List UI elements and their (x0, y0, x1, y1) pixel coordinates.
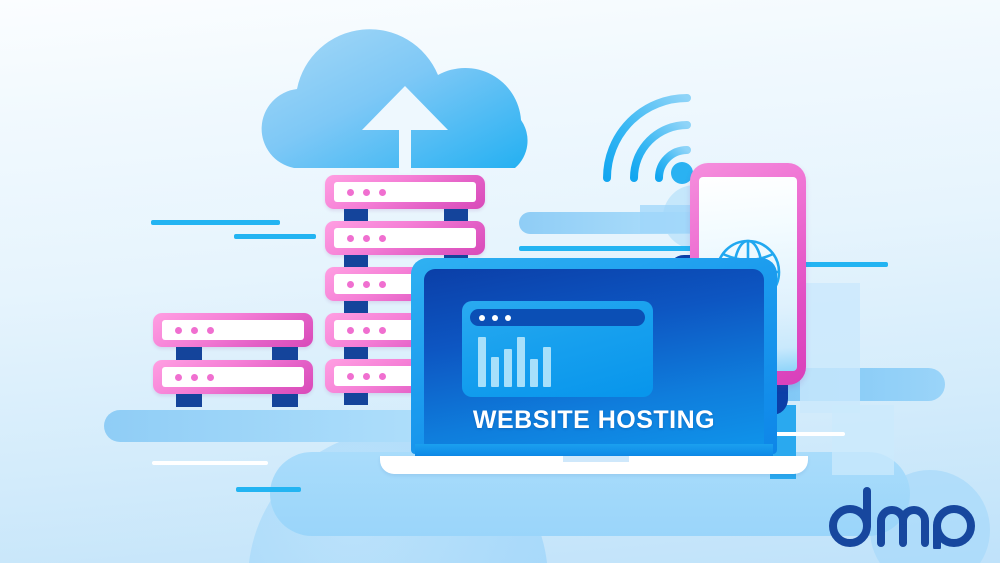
server-body (325, 221, 485, 255)
window-dot-icon[interactable] (492, 314, 498, 321)
background-rect-phone-right (800, 283, 860, 413)
server-leg (176, 347, 202, 360)
server-led-icon (379, 372, 386, 380)
deco-line-cyan-2 (234, 234, 316, 239)
server-led-icon (191, 326, 198, 334)
server-panel (162, 367, 304, 387)
browser-titlebar (470, 309, 645, 326)
server-led-icon (347, 280, 354, 288)
chart-bar (478, 337, 486, 387)
chart-bar (504, 349, 512, 387)
laptop: WEBSITE HOSTING (380, 258, 808, 474)
server-led-icon (191, 373, 198, 381)
server-panel (334, 228, 476, 248)
server-led-icon (175, 373, 182, 381)
background-rect-bottom-right (832, 405, 894, 475)
window-dot-icon[interactable] (479, 314, 485, 321)
server-leg (272, 394, 298, 407)
server-led-icon (379, 188, 386, 196)
server-led-icon (347, 372, 354, 380)
wifi-signal-icon (597, 88, 697, 188)
browser-window[interactable] (462, 301, 653, 397)
chart-bar (491, 357, 499, 387)
server-led-icon (347, 234, 354, 242)
server-unit (153, 313, 313, 347)
server-panel (162, 320, 304, 340)
server-led-icon (379, 280, 386, 288)
brand-logo[interactable] (828, 487, 980, 551)
server-leg (272, 347, 298, 360)
server-unit (153, 360, 313, 394)
server-led-icon (379, 326, 386, 334)
server-leg (344, 209, 368, 221)
deco-line-white-1 (152, 461, 268, 465)
server-led-icon (207, 326, 214, 334)
laptop-lid: WEBSITE HOSTING (411, 258, 777, 454)
server-led-icon (363, 372, 370, 380)
server-leg (344, 255, 368, 267)
laptop-base (380, 456, 808, 474)
server-leg (344, 347, 368, 359)
laptop-screen[interactable]: WEBSITE HOSTING (424, 269, 764, 445)
server-body (153, 360, 313, 394)
chart-bar (530, 359, 538, 387)
page-title: WEBSITE HOSTING (472, 406, 716, 434)
server-led-icon (363, 234, 370, 242)
laptop-hinge (415, 444, 773, 458)
server-led-icon (363, 326, 370, 334)
window-dot-icon[interactable] (505, 314, 511, 321)
cloud-upload-icon (250, 28, 560, 173)
server-led-icon (363, 280, 370, 288)
server-leg (344, 301, 368, 313)
server-leg (176, 394, 202, 407)
deco-line-cyan-3 (519, 246, 719, 251)
bar-chart (478, 337, 551, 387)
server-leg (344, 393, 368, 405)
server-led-icon (347, 188, 354, 196)
server-body (153, 313, 313, 347)
deco-line-cyan-5 (236, 487, 301, 492)
chart-bar (543, 347, 551, 387)
laptop-trackpad (563, 456, 629, 462)
server-led-icon (347, 326, 354, 334)
server-led-icon (379, 234, 386, 242)
deco-line-cyan-4 (790, 262, 888, 267)
server-unit (325, 175, 485, 209)
server-led-icon (175, 326, 182, 334)
server-leg (444, 209, 468, 221)
server-body (325, 175, 485, 209)
deco-line-cyan-1 (151, 220, 280, 225)
server-panel (334, 182, 476, 202)
chart-bar (517, 337, 525, 387)
deco-line-white-2 (773, 432, 845, 436)
server-unit (325, 221, 485, 255)
server-led-icon (363, 188, 370, 196)
server-led-icon (207, 373, 214, 381)
